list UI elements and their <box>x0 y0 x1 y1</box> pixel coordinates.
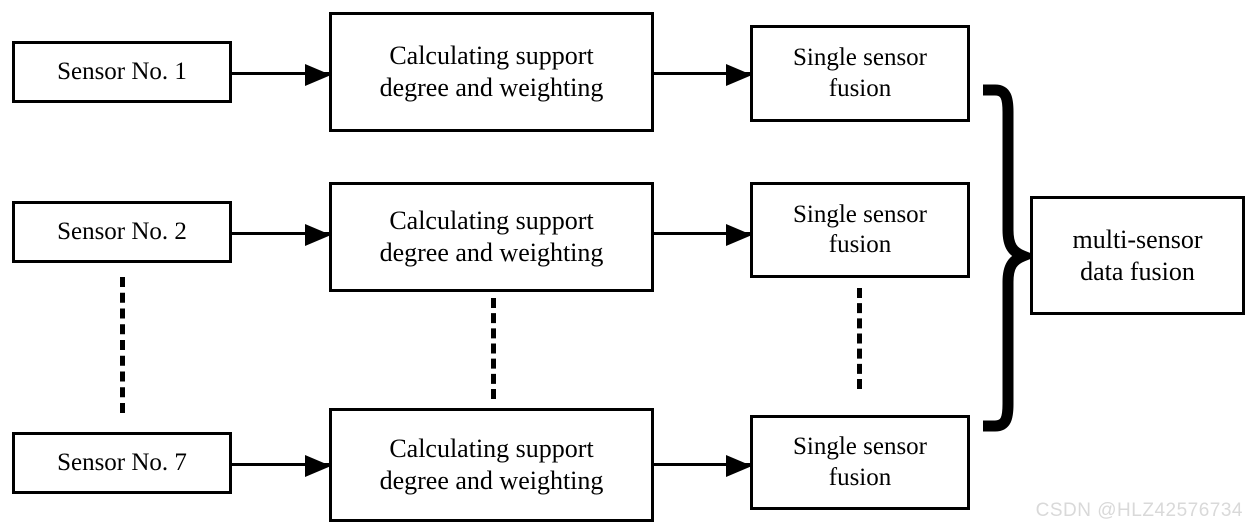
sensor-box-2-label: Sensor No. 2 <box>57 217 187 245</box>
sensor-box-7-label: Sensor No. 7 <box>57 448 187 476</box>
watermark-text: CSDN @HLZ42576734 <box>1035 500 1243 521</box>
arrow-sensor-2-to-calculating-2 <box>232 224 331 246</box>
single-sensor-fusion-box-2: Single sensor fusion <box>750 182 970 278</box>
sensor-box-1-label: Sensor No. 1 <box>57 57 187 85</box>
right-curly-brace-icon <box>975 82 1031 434</box>
calculating-box-2-label: Calculating support degree and weighting <box>379 206 604 267</box>
calculating-column-ellipsis-icon <box>491 298 496 399</box>
sensor-box-1: Sensor No. 1 <box>12 41 232 103</box>
multi-sensor-data-fusion-box: multi-sensor data fusion <box>1030 196 1245 315</box>
sensor-box-7: Sensor No. 7 <box>12 432 232 494</box>
arrow-calculating-2-to-single-2 <box>654 224 752 246</box>
sensor-box-2: Sensor No. 2 <box>12 201 232 263</box>
calculating-box-1: Calculating support degree and weighting <box>329 12 654 132</box>
single-sensor-fusion-box-1: Single sensor fusion <box>750 25 970 122</box>
single-sensor-fusion-box-3: Single sensor fusion <box>750 415 970 510</box>
sensor-column-ellipsis-icon <box>120 277 125 413</box>
single-sensor-fusion-box-2-label: Single sensor fusion <box>792 200 928 259</box>
calculating-box-3-label: Calculating support degree and weighting <box>379 434 604 495</box>
calculating-box-2: Calculating support degree and weighting <box>329 182 654 292</box>
single-sensor-fusion-box-3-label: Single sensor fusion <box>792 433 928 491</box>
arrow-sensor-1-to-calculating-1 <box>232 64 331 86</box>
arrow-sensor-7-to-calculating-3 <box>232 455 331 477</box>
single-sensor-fusion-box-1-label: Single sensor fusion <box>792 44 928 102</box>
arrow-calculating-1-to-single-1 <box>654 64 752 86</box>
multi-sensor-data-fusion-label: multi-sensor data fusion <box>1072 224 1203 286</box>
calculating-box-1-label: Calculating support degree and weighting <box>379 41 604 102</box>
single-fusion-column-ellipsis-icon <box>857 288 862 389</box>
calculating-box-3: Calculating support degree and weighting <box>329 408 654 522</box>
arrow-calculating-3-to-single-3 <box>654 455 752 477</box>
